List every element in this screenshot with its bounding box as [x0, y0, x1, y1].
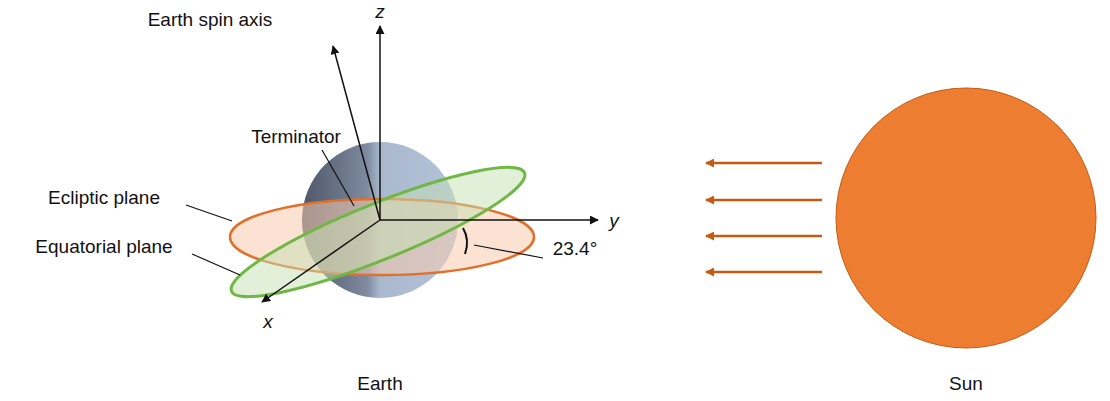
x-axis [262, 220, 380, 302]
axis-label: Earth spin axis [148, 9, 273, 31]
part-label: Equatorial plane [35, 236, 172, 258]
sunlight-arrow [706, 162, 822, 165]
part-label: Ecliptic plane [48, 187, 160, 209]
sunlight-arrow [706, 199, 822, 202]
body-label: Sun [949, 373, 983, 395]
part-label: Terminator [251, 126, 341, 148]
sunlight-arrow [706, 271, 822, 274]
axis-letter: y [609, 210, 619, 232]
leader-line [322, 150, 354, 206]
equatorial-plane [221, 147, 535, 317]
angle-label: 23.4° [553, 238, 598, 260]
leader-line [192, 254, 240, 275]
leader-line [474, 245, 543, 258]
y-axis [380, 219, 598, 221]
angle-arc [463, 228, 467, 254]
z-axis [379, 26, 381, 220]
sun-disc [836, 88, 1096, 348]
body-label: Earth [357, 373, 402, 395]
axis-letter: z [375, 1, 385, 23]
sunlight-arrow [706, 235, 822, 238]
axis-letter: x [263, 311, 273, 333]
leader-line [186, 205, 232, 221]
